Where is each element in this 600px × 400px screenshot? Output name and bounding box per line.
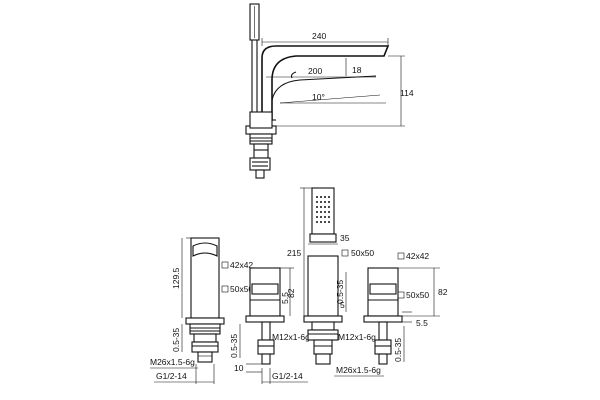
dim-215: 215 <box>287 248 301 258</box>
shower-unit: 215 35 50x50 0.5-35 5 M12x1-6g <box>287 187 376 365</box>
dim-129-5: 129.5 <box>171 267 181 289</box>
dim-50x50-shower: 50x50 <box>351 248 374 258</box>
shower-holder <box>307 255 339 317</box>
dim-50x50-spout: 50x50 <box>230 284 253 294</box>
shower-nozzles <box>316 196 330 223</box>
dim-50x50-right: 50x50 <box>406 290 429 300</box>
dim-82-left: 82 <box>286 288 296 298</box>
dim-240: 240 <box>312 31 326 41</box>
dim-42x42-right: 42x42 <box>406 251 429 261</box>
dim-82-right: 82 <box>438 287 448 297</box>
dim-range-shower: 0.5-35 <box>335 280 345 304</box>
conn-spout: G1/2-14 <box>156 371 187 381</box>
spout-body <box>261 45 390 121</box>
dim-range-right: 0.5-35 <box>393 338 403 362</box>
dim-5-shower: 5 <box>340 300 345 310</box>
dim-angle: 10° <box>312 92 325 102</box>
handshower-head <box>311 187 335 235</box>
thread-spout: M26x1.5-6g <box>150 357 195 367</box>
valve-left: 82 5.5 0.5-35 M12x1-6g 10 G1/2-14 <box>229 267 310 384</box>
dim-10: 10 <box>234 363 244 373</box>
dim-18: 18 <box>352 65 362 75</box>
dim-range-left: 0.5-35 <box>229 334 239 358</box>
spout-front-body <box>190 237 220 319</box>
valve-left-body <box>249 267 281 317</box>
spout-front-view: 129.5 42x42 50x50 0.5-35 M26x1.5-6g G1/2… <box>150 237 253 384</box>
dim-5-5-left: 5.5 <box>280 292 290 304</box>
valve-right-body <box>367 267 399 317</box>
dim-114: 114 <box>400 88 414 98</box>
dim-5-5-right: 5.5 <box>416 318 428 328</box>
dim-200: 200 <box>308 66 322 76</box>
thread-right: M26x1.5-6g <box>336 365 381 375</box>
conn-left: G1/2-14 <box>272 371 303 381</box>
valve-right: 42x42 50x50 82 5.5 0.5-35 M26x1.5-6g <box>334 251 448 377</box>
thread-left: M12x1-6g <box>272 332 310 342</box>
thread-shower: M12x1-6g <box>338 332 376 342</box>
dim-42x42-spout: 42x42 <box>230 260 253 270</box>
spout-side-view: 240 200 18 10° 114 <box>245 3 414 179</box>
dim-35: 35 <box>340 233 350 243</box>
dim-range-spout: 0.5-35 <box>171 328 181 352</box>
